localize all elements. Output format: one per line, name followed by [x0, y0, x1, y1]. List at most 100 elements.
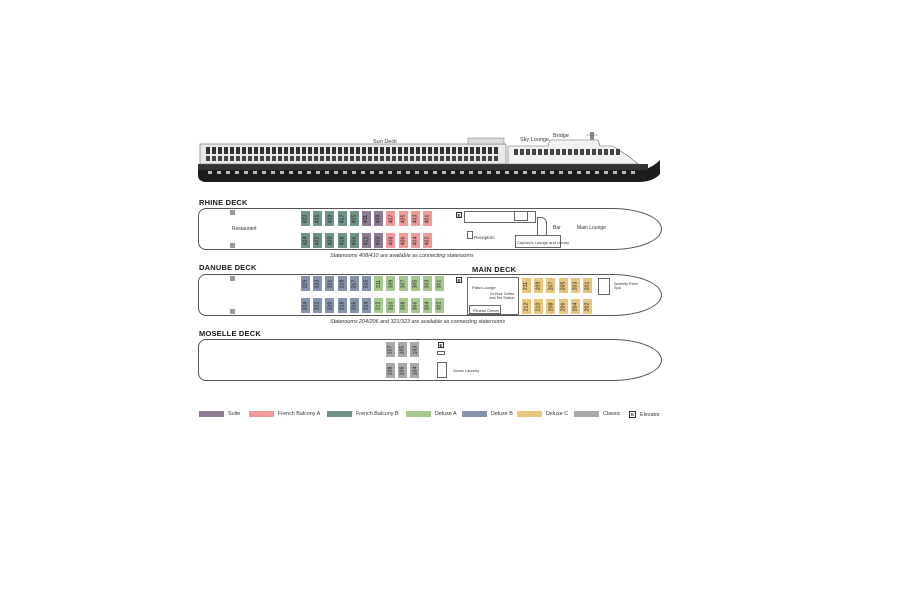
stateroom-105[interactable]: 105: [397, 341, 409, 358]
stateroom-number: 420: [326, 236, 333, 245]
stateroom-204[interactable]: 204: [569, 298, 581, 315]
stateroom-202[interactable]: 202: [582, 298, 593, 315]
stateroom-212[interactable]: 212: [521, 298, 532, 315]
stateroom-number: 411: [363, 214, 370, 223]
stateroom-324[interactable]: 324: [300, 297, 311, 314]
stateroom-306[interactable]: 306: [409, 297, 421, 314]
stateroom-number: 401: [424, 214, 431, 223]
stateroom-number: 211: [523, 281, 530, 290]
stateroom-208[interactable]: 208: [545, 298, 557, 315]
stateroom-106[interactable]: 106: [397, 362, 409, 379]
stateroom-205[interactable]: 205: [557, 277, 569, 294]
stateroom-317[interactable]: 317: [348, 275, 360, 292]
stateroom-207[interactable]: 207: [545, 277, 557, 294]
stateroom-304[interactable]: 304: [422, 297, 433, 314]
stateroom-309[interactable]: 309: [385, 275, 397, 292]
stateroom-number: 105: [399, 345, 406, 354]
stateroom-320[interactable]: 320: [324, 297, 336, 314]
stateroom-418[interactable]: 418: [336, 232, 348, 249]
guest-laundry-label: Guest Laundry: [453, 368, 480, 373]
stateroom-402[interactable]: 402: [422, 232, 433, 249]
stateroom-201[interactable]: 201: [582, 277, 593, 294]
stateroom-209[interactable]: 209: [533, 277, 545, 294]
stateroom-number: 320: [326, 301, 333, 310]
moselle-utility-room: [437, 351, 445, 355]
stateroom-number: 303: [424, 279, 431, 288]
stateroom-412[interactable]: 412: [361, 232, 372, 249]
stateroom-number: 107: [387, 345, 394, 354]
stateroom-422[interactable]: 422: [312, 232, 324, 249]
stateroom-423[interactable]: 423: [300, 210, 311, 227]
stateroom-321[interactable]: 321: [324, 275, 336, 292]
danube-deck-title: DANUBE DECK: [199, 263, 257, 272]
main-deck-title: MAIN DECK: [472, 265, 517, 274]
stateroom-107[interactable]: 107: [385, 341, 396, 358]
stateroom-number: 103: [411, 345, 418, 354]
stateroom-416[interactable]: 416: [348, 232, 360, 249]
stateroom-308[interactable]: 308: [397, 297, 409, 314]
stateroom-206[interactable]: 206: [557, 298, 569, 315]
stateroom-307[interactable]: 307: [397, 275, 409, 292]
stateroom-number: 314: [363, 301, 370, 310]
stateroom-number: 307: [400, 279, 407, 288]
stateroom-325[interactable]: 325: [300, 275, 311, 292]
stateroom-310[interactable]: 310: [385, 297, 397, 314]
stateroom-406[interactable]: 406: [397, 232, 409, 249]
stateroom-410[interactable]: 410: [373, 232, 385, 249]
legend-label: Deluxe B: [491, 411, 513, 417]
stateroom-404[interactable]: 404: [409, 232, 421, 249]
legend-item-fbb: French Balcony B: [327, 411, 399, 417]
legend-swatch: [199, 411, 224, 417]
stateroom-108[interactable]: 108: [385, 362, 396, 379]
stateroom-417[interactable]: 417: [336, 210, 348, 227]
stateroom-322[interactable]: 322: [312, 297, 324, 314]
stateroom-315[interactable]: 315: [361, 275, 372, 292]
stateroom-302[interactable]: 302: [434, 297, 446, 314]
stateroom-420[interactable]: 420: [324, 232, 336, 249]
stateroom-number: 325: [302, 279, 309, 288]
stateroom-403[interactable]: 403: [409, 210, 421, 227]
stateroom-312[interactable]: 312: [373, 297, 385, 314]
stateroom-number: 408: [387, 236, 394, 245]
stateroom-203[interactable]: 203: [569, 277, 581, 294]
stateroom-104[interactable]: 104: [409, 362, 421, 379]
stateroom-314[interactable]: 314: [361, 297, 372, 314]
reception-desk: [467, 231, 473, 239]
stateroom-number: 206: [560, 302, 567, 311]
stateroom-311[interactable]: 311: [373, 275, 385, 292]
stateroom-316[interactable]: 316: [348, 297, 360, 314]
stateroom-408[interactable]: 408: [385, 232, 397, 249]
stateroom-323[interactable]: 323: [312, 275, 324, 292]
stateroom-number: 405: [400, 214, 407, 223]
stateroom-303[interactable]: 303: [422, 275, 433, 292]
stateroom-number: 315: [363, 279, 370, 288]
stateroom-number: 304: [424, 301, 431, 310]
stateroom-301[interactable]: 301: [434, 275, 446, 292]
legend-swatch: [462, 411, 487, 417]
stair-marker: [230, 243, 235, 248]
stateroom-number: 319: [339, 279, 346, 288]
stateroom-424[interactable]: 424: [300, 232, 311, 249]
stateroom-number: 407: [387, 214, 394, 223]
stateroom-103[interactable]: 103: [409, 341, 421, 358]
stateroom-318[interactable]: 318: [336, 297, 348, 314]
stateroom-210[interactable]: 210: [533, 298, 545, 315]
stateroom-405[interactable]: 405: [397, 210, 409, 227]
stateroom-number: 302: [436, 301, 443, 310]
stateroom-211[interactable]: 211: [521, 277, 532, 294]
elevator-icon: E: [456, 277, 462, 283]
stateroom-305[interactable]: 305: [409, 275, 421, 292]
stateroom-407[interactable]: 407: [385, 210, 397, 227]
stateroom-419[interactable]: 419: [324, 210, 336, 227]
stateroom-number: 310: [387, 301, 394, 310]
stateroom-411[interactable]: 411: [361, 210, 372, 227]
legend-item-suite: Suite: [199, 411, 240, 417]
stateroom-319[interactable]: 319: [336, 275, 348, 292]
stateroom-415[interactable]: 415: [348, 210, 360, 227]
bridge-label: Bridge: [553, 133, 569, 139]
stateroom-409[interactable]: 409: [373, 210, 385, 227]
legend-item-dla: Deluxe A: [406, 411, 457, 417]
stateroom-401[interactable]: 401: [422, 210, 433, 227]
stateroom-421[interactable]: 421: [312, 210, 324, 227]
legend-item-dlb: Deluxe B: [462, 411, 513, 417]
